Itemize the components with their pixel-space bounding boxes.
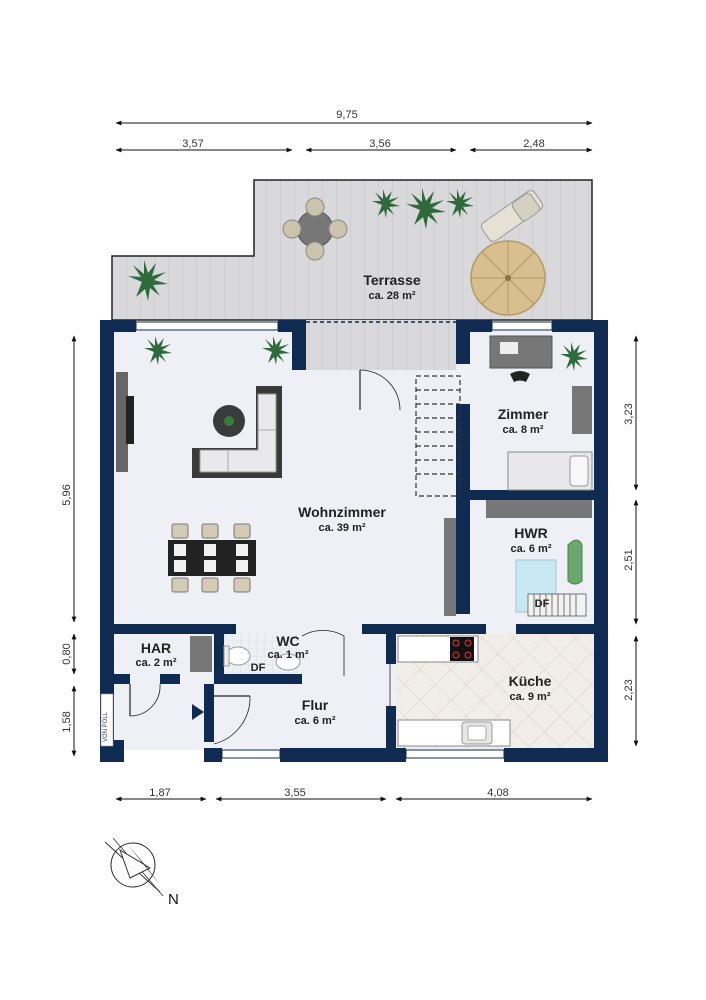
plant-icon — [446, 189, 474, 218]
svg-text:VON POLL: VON POLL — [103, 711, 109, 742]
shelf-icon — [486, 500, 592, 518]
staircase — [415, 375, 461, 497]
von-poll-logo: VON POLL — [100, 693, 114, 747]
windows — [135, 321, 553, 759]
drying-rack-icon — [527, 593, 587, 617]
plant-icon — [372, 189, 400, 218]
kitchen-sink-icon — [397, 719, 511, 747]
dim-left-3: 1,58 — [61, 711, 73, 732]
dim-top-2: 3,56 — [369, 138, 390, 150]
flur-area: ca. 6 m² — [295, 715, 336, 727]
wohnzimmer-name: Wohnzimmer — [298, 504, 386, 520]
plant-icon — [128, 260, 168, 301]
dim-top-1: 3,57 — [182, 138, 203, 150]
wohnzimmer-area: ca. 39 m² — [318, 522, 365, 534]
hwr-name: HWR — [514, 525, 547, 541]
dim-bottom-1: 1,87 — [149, 787, 170, 799]
desk-icon — [489, 335, 553, 382]
doors — [129, 369, 401, 745]
dim-left-1: 5,96 — [61, 484, 73, 505]
plant-icon — [262, 336, 290, 365]
wc-name: WC — [276, 633, 299, 649]
toilet-icon — [223, 645, 251, 667]
flur-name: Flur — [302, 697, 329, 713]
kueche-name: Küche — [509, 673, 552, 689]
bed-icon — [507, 451, 593, 491]
wash-basin-icon — [275, 653, 301, 671]
dim-right-2: 2,51 — [623, 549, 635, 570]
dimensions: 9,75 3,57 3,56 2,48 1,87 3,55 4,08 5,96 … — [61, 109, 639, 802]
dim-left-2: 0,80 — [61, 643, 73, 664]
wardrobe-icon — [572, 386, 592, 434]
shelf-icon — [190, 636, 212, 672]
har-area: ca. 2 m² — [136, 657, 177, 669]
zimmer-name: Zimmer — [498, 406, 549, 422]
wc-df-label: DF — [251, 662, 266, 674]
entrance-arrow-icon — [192, 704, 204, 720]
plant-icon — [406, 188, 446, 229]
sun-lounger-icon — [480, 190, 544, 242]
compass-icon — [104, 837, 164, 897]
terrace-area: ca. 28 m² — [368, 290, 415, 302]
hwr-area: ca. 6 m² — [511, 543, 552, 555]
har-name: HAR — [141, 640, 171, 656]
zimmer-area: ca. 8 m² — [503, 424, 544, 436]
dim-bottom-2: 3,55 — [284, 787, 305, 799]
terrace-name: Terrasse — [363, 272, 421, 288]
dim-right-3: 2,23 — [623, 679, 635, 700]
terrace: Terrasse ca. 28 m² — [111, 179, 593, 321]
wc-area: ca. 1 m² — [268, 649, 309, 661]
terrace-table-icon — [282, 197, 348, 261]
dining-table-icon — [168, 523, 256, 593]
plant-icon — [144, 336, 172, 365]
compass-north-label: N — [168, 891, 179, 908]
dim-top-3: 2,48 — [523, 138, 544, 150]
ironing-board-icon — [567, 539, 583, 585]
parasol-icon — [470, 240, 546, 316]
walls — [100, 320, 608, 762]
sofa-icon — [192, 386, 282, 478]
kueche-area: ca. 9 m² — [510, 691, 551, 703]
dim-right-1: 3,23 — [623, 403, 635, 424]
hwr-df-label: DF — [535, 598, 550, 610]
kitchen-counter-icon — [397, 635, 479, 663]
tv-unit-icon — [116, 372, 134, 472]
dim-bottom-3: 4,08 — [487, 787, 508, 799]
plant-icon — [560, 342, 588, 371]
dim-top-total: 9,75 — [336, 109, 357, 121]
sideboard-icon — [444, 518, 456, 616]
coffee-table-icon — [213, 405, 245, 437]
